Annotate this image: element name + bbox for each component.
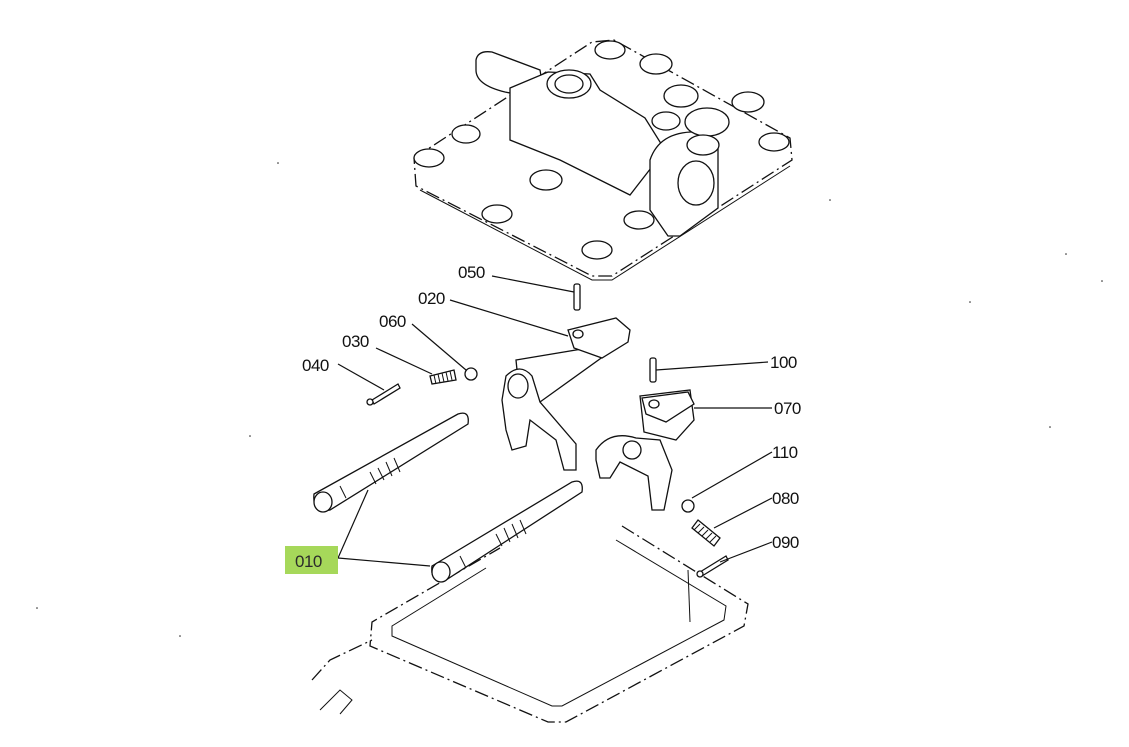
spring-080	[691, 519, 721, 547]
top-cover-housing	[413, 39, 793, 281]
callout-080[interactable]: 080	[772, 489, 799, 508]
shift-rod-lower	[431, 480, 583, 583]
callout-070[interactable]: 070	[774, 399, 801, 418]
callout-090[interactable]: 090	[772, 533, 799, 552]
pin-040	[366, 383, 401, 406]
ball-060	[464, 367, 478, 381]
callout-020[interactable]: 020	[418, 289, 445, 308]
pin-050	[573, 283, 581, 311]
callout-110[interactable]: 110	[772, 443, 798, 462]
callout-labels: 010 020 030 040 050 060 070 080 090 100 …	[285, 263, 801, 574]
leader-lines	[337, 275, 773, 567]
spring-030	[429, 369, 457, 385]
callout-010[interactable]: 010	[295, 552, 322, 571]
callout-060[interactable]: 060	[379, 312, 406, 331]
shift-rod-upper	[313, 412, 469, 513]
callout-100[interactable]: 100	[770, 353, 797, 372]
transmission-case-outline	[311, 525, 749, 723]
pin-090	[696, 555, 729, 578]
highlight-box	[285, 546, 338, 574]
ball-110	[681, 499, 695, 513]
shift-fork-right	[595, 389, 695, 511]
callout-030[interactable]: 030	[342, 332, 369, 351]
callout-050[interactable]: 050	[458, 263, 485, 282]
pin-100	[649, 357, 657, 383]
scan-specks	[36, 162, 1103, 637]
callout-040[interactable]: 040	[302, 356, 329, 375]
shift-fork-left	[501, 317, 631, 471]
